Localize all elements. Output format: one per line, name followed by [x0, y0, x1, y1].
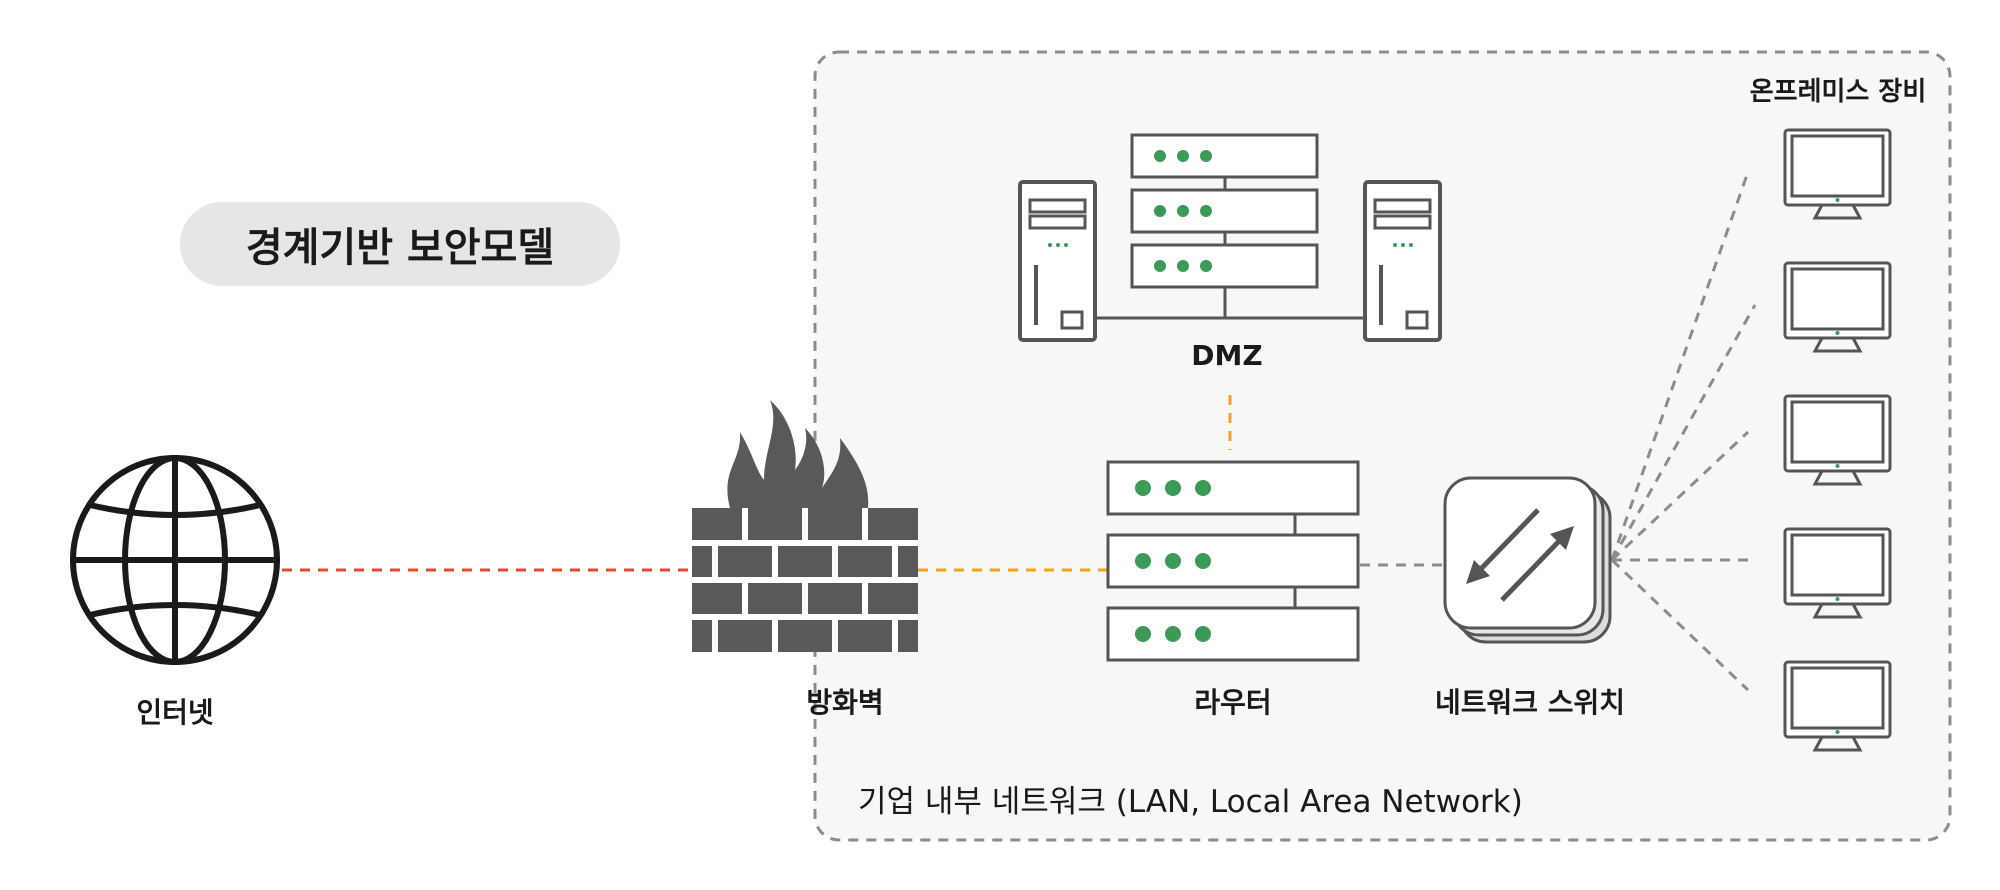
- internet-label: 인터넷: [136, 696, 213, 729]
- tower-server-icon: [1018, 180, 1097, 342]
- onprem-label: 온프레미스 장비: [1750, 77, 1927, 107]
- firewall-label: 방화벽: [806, 686, 883, 719]
- switch-icon: [1443, 476, 1612, 644]
- firewall-icon: [692, 400, 918, 652]
- server-rack-icon: [1130, 133, 1319, 289]
- switch-monitor-links: [1610, 171, 1757, 692]
- dmz-label: DMZ: [1191, 339, 1262, 372]
- router-label: 라우터: [1194, 686, 1271, 719]
- lan-zone: [813, 50, 1952, 842]
- tower-server-icon: [1363, 180, 1442, 342]
- diagram-title: 경계기반 보안모델: [180, 202, 620, 286]
- globe-icon: [70, 455, 280, 665]
- monitor-icon: [1783, 128, 1892, 220]
- monitor-icon: [1783, 261, 1892, 353]
- monitor-icon: [1783, 394, 1892, 486]
- monitor-icon: [1783, 660, 1892, 752]
- router-icon: [1106, 460, 1360, 662]
- lan-label: 기업 내부 네트워크 (LAN, Local Area Network): [858, 784, 1523, 820]
- switch-label: 네트워크 스위치: [1435, 686, 1625, 719]
- monitor-icon: [1783, 527, 1892, 619]
